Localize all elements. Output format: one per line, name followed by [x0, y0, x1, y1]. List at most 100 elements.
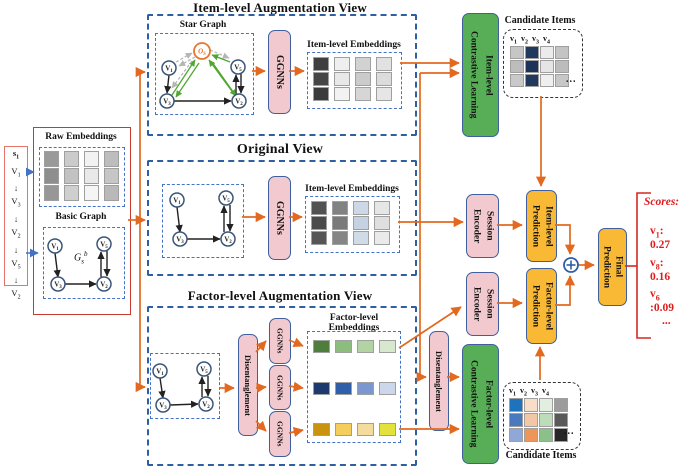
embedding-cell — [104, 185, 119, 201]
embedding-cell — [554, 398, 568, 412]
embedding-cell — [524, 398, 538, 412]
sequence-arrow: ↓ — [13, 183, 19, 194]
sequence-item: V2 — [11, 227, 21, 240]
disentanglement-box-1: Disentanglement — [238, 334, 258, 436]
embedding-cell — [555, 46, 569, 59]
embedding-cell — [555, 60, 569, 73]
embedding-cell — [355, 72, 371, 86]
item-embeddings-box-mid — [305, 196, 400, 253]
ggnn-box-factor-2: GGNNs — [269, 365, 291, 410]
embedding-cell — [334, 72, 350, 86]
embedding-cell — [509, 413, 523, 427]
session-encoder-box-1: Session Encoder — [466, 194, 499, 258]
scores-ellipsis: ... — [662, 315, 671, 327]
embedding-cell — [311, 231, 327, 245]
embedding-cell — [313, 382, 330, 395]
session-encoder-line2: Encoder — [471, 286, 482, 322]
embedding-cell — [376, 87, 392, 101]
factor-view-title: Factor-level Augmentation View — [187, 288, 373, 303]
embedding-cell — [509, 398, 523, 412]
candidate-header: v4 — [542, 386, 549, 398]
ggnn-label: GGNNs — [275, 328, 285, 354]
factor-pred-line1: Factor-level — [543, 281, 554, 331]
factor-level-prediction-box: Factor-level Prediction — [526, 268, 557, 344]
sequence-arrow: ↓ — [13, 275, 19, 286]
embedding-cell — [84, 168, 99, 184]
original-graph-box — [162, 184, 244, 258]
embedding-cell — [334, 87, 350, 101]
final-prediction-box: Final Prediction — [598, 228, 627, 306]
final-pred-line1: Final — [613, 256, 624, 278]
original-view-title: Original View — [236, 142, 324, 157]
candidate-header: v3 — [531, 386, 538, 398]
ggnn-box-original-view: GGNNs — [268, 176, 291, 260]
embedding-cell — [84, 185, 99, 201]
embedding-cell — [379, 340, 396, 353]
ggnn-box-factor-1: GGNNs — [269, 318, 291, 364]
score-entry: v1: 0.27 — [650, 225, 671, 252]
embedding-cell — [524, 428, 538, 442]
disentanglement-label: Disentanglement — [243, 354, 253, 416]
sequence-items: V1↓V3↓V2↓V5↓V2 — [5, 165, 27, 305]
factor-pred-line2: Prediction — [530, 284, 541, 328]
score-entry: v6 :0.09 — [650, 288, 674, 315]
embedding-cell — [374, 201, 390, 215]
disentanglement-box-2: Disentanglement — [429, 331, 449, 431]
factor-cl-line1: Factor-level — [483, 379, 494, 429]
item-embeddings-title-top: Item-level Embeddings — [307, 40, 401, 50]
embedding-cell — [335, 340, 352, 353]
item-contrastive-learning-box: Item-level Contrastive Learning — [462, 13, 499, 137]
raw-embeddings-box — [39, 147, 125, 207]
embedding-cell — [313, 57, 329, 71]
basic-graph-box — [43, 227, 125, 299]
embedding-cell — [44, 185, 59, 201]
embedding-cell — [376, 72, 392, 86]
raw-embeddings-grid — [44, 151, 119, 201]
factor-embeddings-box — [307, 331, 401, 443]
item-pred-line2: Prediction — [530, 204, 541, 248]
sum-node — [563, 257, 579, 273]
embedding-cell — [335, 423, 352, 436]
embedding-cell — [353, 201, 369, 215]
item-embeddings-grid-top — [313, 57, 392, 101]
candidate-items-bottom-ellipsis: ... — [564, 426, 575, 437]
embedding-cell — [44, 151, 59, 167]
embedding-cell — [525, 74, 539, 87]
session-encoder-line1: Session — [484, 289, 495, 319]
ggnn-box-item-view: GGNNs — [268, 30, 291, 114]
embedding-cell — [64, 151, 79, 167]
embedding-cell — [374, 216, 390, 230]
embedding-cell — [64, 185, 79, 201]
factor-embeddings-row-green — [313, 340, 396, 353]
candidate-items-top-grid — [510, 46, 569, 87]
embedding-cell — [524, 413, 538, 427]
embedding-cell — [539, 428, 553, 442]
item-pred-line1: Item-level — [543, 205, 554, 247]
raw-embeddings-title: Raw Embeddings — [45, 132, 117, 142]
embedding-cell — [376, 57, 392, 71]
embedding-cell — [379, 382, 396, 395]
embedding-cell — [379, 423, 396, 436]
disentanglement-label: Disentanglement — [434, 350, 444, 412]
candidate-items-top-box — [503, 29, 583, 98]
factor-cl-line2: Contrastive Learning — [468, 360, 479, 448]
session-encoder-line1: Session — [484, 211, 495, 241]
candidate-items-bottom-title: Candidate Items — [505, 450, 577, 461]
embedding-cell — [353, 216, 369, 230]
embedding-cell — [332, 216, 348, 230]
sequence-item: V1 — [11, 165, 21, 179]
factor-graph-box — [150, 353, 220, 419]
candidate-header: v3 — [532, 34, 539, 46]
ggnn-label: GGNNs — [274, 55, 285, 89]
embedding-cell — [554, 428, 568, 442]
embedding-cell — [554, 413, 568, 427]
sequence-item: V2 — [11, 288, 21, 302]
embedding-cell — [509, 428, 523, 442]
factor-contrastive-learning-box: Factor-level Contrastive Learning — [462, 344, 499, 464]
candidate-items-bottom-grid — [509, 398, 568, 442]
ggnn-box-factor-3: GGNNs — [269, 411, 291, 457]
embedding-cell — [313, 340, 330, 353]
